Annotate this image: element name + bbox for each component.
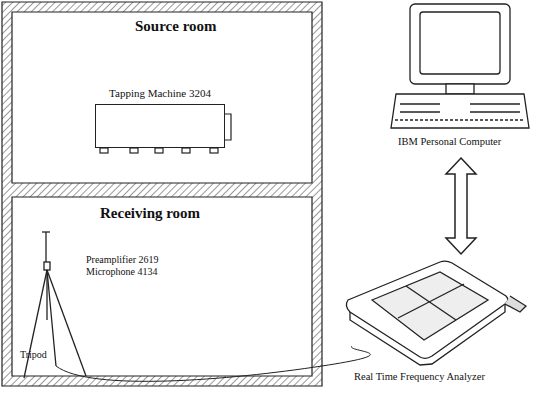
part-label: Preamplifier 2619 <box>86 254 158 266</box>
part-label: Tripod <box>20 349 47 361</box>
computer-node: IBM Personal Computer <box>390 2 535 152</box>
analyzer-illustration <box>346 261 526 365</box>
computer-illustration <box>391 4 529 128</box>
node-label: Real Time Frequency Analyzer <box>354 371 485 383</box>
node-label: Source room <box>135 18 217 35</box>
room-region: Source roomTapping Machine 3204 <box>12 12 312 183</box>
analyzer-node: Real Time Frequency Analyzer <box>340 258 532 388</box>
node-label: Receiving room <box>100 205 200 222</box>
node-label: Tapping Machine 3204 <box>109 87 211 100</box>
node-label: IBM Personal Computer <box>398 136 501 148</box>
room-region: Receiving room <box>12 197 312 376</box>
double-arrow <box>446 158 476 254</box>
tapping-machine-box: Tapping Machine 3204 <box>95 104 225 148</box>
cable <box>56 346 370 381</box>
building-wall <box>2 2 322 386</box>
part-label: Microphone 4134 <box>86 266 157 278</box>
